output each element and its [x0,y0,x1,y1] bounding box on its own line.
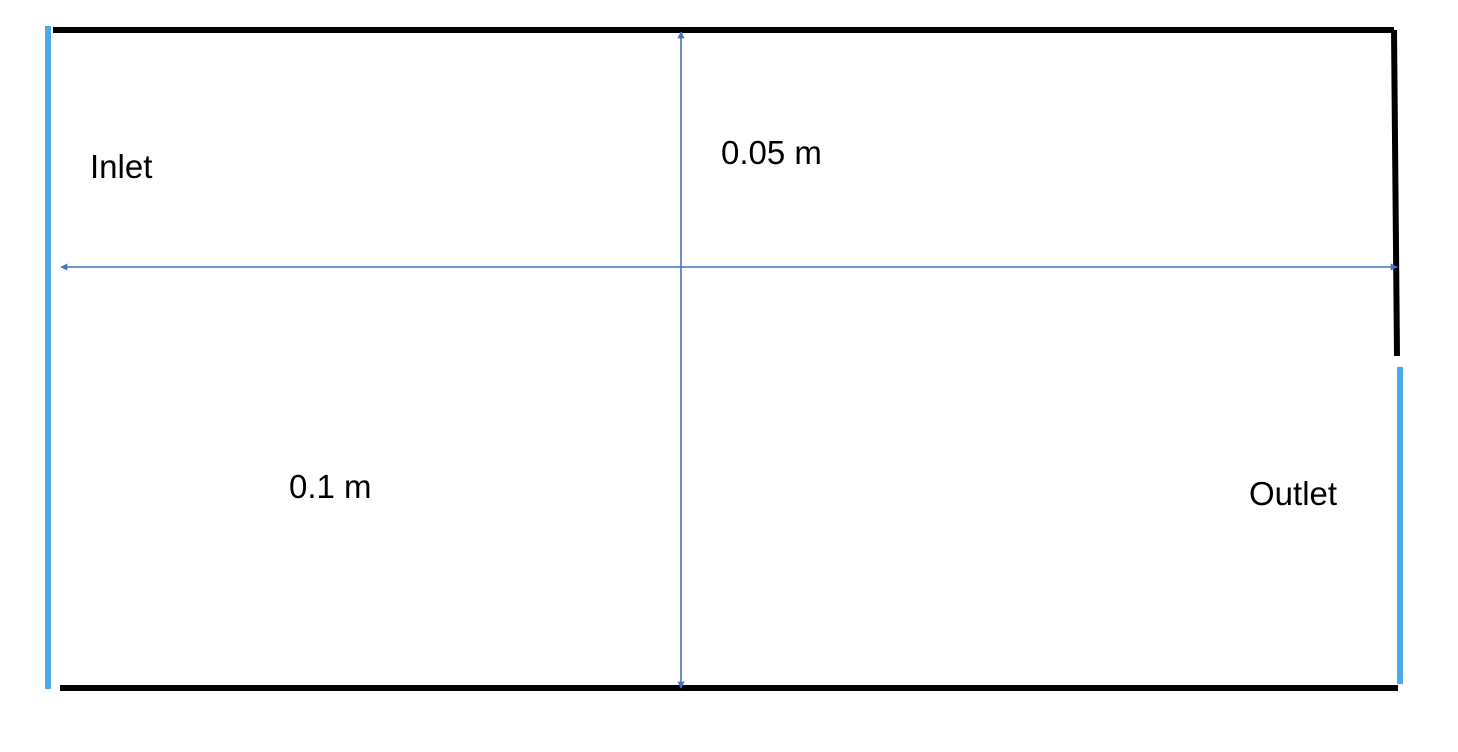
length-dimension-label: 0.1 m [289,468,372,505]
right-wall-upper [1391,29,1400,357]
height-dimension-label: 0.05 m [721,134,822,171]
inlet-label: Inlet [90,148,153,185]
outlet-label: Outlet [1249,475,1338,512]
